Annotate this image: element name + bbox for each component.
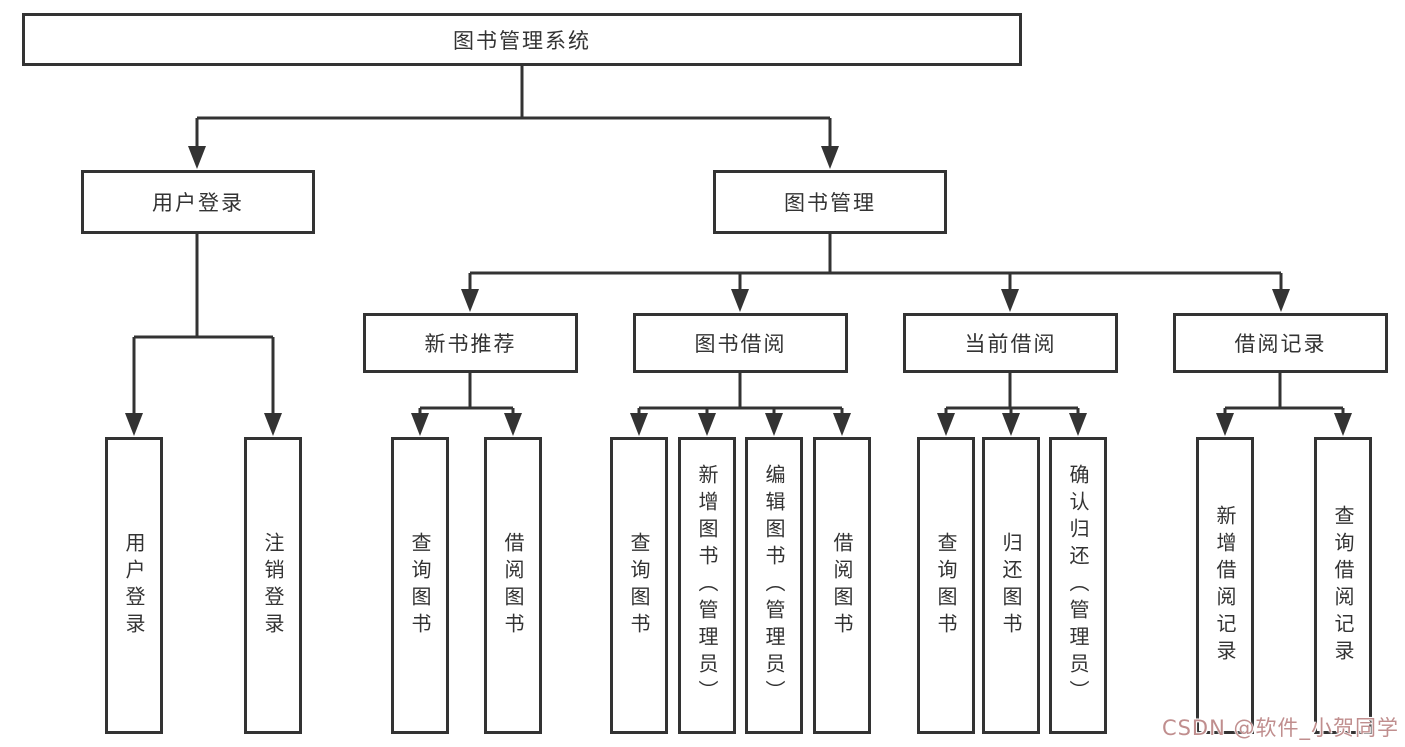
- node-new-book-recommend-label: 新书推荐: [424, 332, 517, 356]
- leaf-borrow-books-recommend: 借阅图书: [484, 437, 542, 734]
- leaf-add-borrow-record: 新增借阅记录: [1196, 437, 1254, 734]
- leaf-user-login-label: 用户登录: [122, 531, 146, 640]
- leaf-return-books-label: 归还图书: [999, 531, 1023, 640]
- node-current-borrow: 当前借阅: [903, 313, 1118, 373]
- leaf-query-books-recommend: 查询图书: [391, 437, 449, 734]
- leaf-query-books-current-label: 查询图书: [934, 531, 958, 640]
- leaf-borrow-books: 借阅图书: [813, 437, 871, 734]
- node-book-borrow: 图书借阅: [633, 313, 848, 373]
- leaf-confirm-return-admin-label: 确认归还（管理员）: [1066, 464, 1090, 707]
- node-new-book-recommend: 新书推荐: [363, 313, 578, 373]
- leaf-add-books-admin-label: 新增图书（管理员）: [695, 464, 719, 707]
- leaf-borrow-books-recommend-label: 借阅图书: [501, 531, 525, 640]
- leaf-add-borrow-record-label: 新增借阅记录: [1213, 504, 1237, 667]
- node-user-login: 用户登录: [81, 170, 315, 234]
- node-book-management: 图书管理: [713, 170, 947, 234]
- leaf-query-books-borrow: 查询图书: [610, 437, 668, 734]
- leaf-logout-login: 注销登录: [244, 437, 302, 734]
- arrowheads: [125, 146, 1352, 436]
- node-user-login-label: 用户登录: [152, 191, 244, 215]
- node-borrow-records-label: 借阅记录: [1234, 332, 1327, 356]
- leaf-query-borrow-record-label: 查询借阅记录: [1331, 504, 1355, 667]
- node-book-borrow-label: 图书借阅: [694, 332, 787, 356]
- leaf-logout-login-label: 注销登录: [261, 531, 285, 640]
- node-current-borrow-label: 当前借阅: [964, 332, 1057, 356]
- node-borrow-records: 借阅记录: [1173, 313, 1388, 373]
- leaf-edit-books-admin: 编辑图书（管理员）: [745, 437, 803, 734]
- leaf-borrow-books-label: 借阅图书: [830, 531, 854, 640]
- leaf-edit-books-admin-label: 编辑图书（管理员）: [762, 464, 786, 707]
- leaf-query-books-recommend-label: 查询图书: [408, 531, 432, 640]
- csdn-watermark: CSDN @软件_小贺同学: [1161, 716, 1399, 740]
- leaf-query-books-borrow-label: 查询图书: [627, 531, 651, 640]
- node-book-management-label: 图书管理: [784, 191, 876, 215]
- leaf-user-login: 用户登录: [105, 437, 163, 734]
- leaf-query-borrow-record: 查询借阅记录: [1314, 437, 1372, 734]
- leaf-confirm-return-admin: 确认归还（管理员）: [1049, 437, 1107, 734]
- leaf-add-books-admin: 新增图书（管理员）: [678, 437, 736, 734]
- leaf-query-books-current: 查询图书: [917, 437, 975, 734]
- node-root-label: 图书管理系统: [453, 28, 591, 53]
- leaf-return-books: 归还图书: [982, 437, 1040, 734]
- node-root-library-system: 图书管理系统: [22, 13, 1022, 66]
